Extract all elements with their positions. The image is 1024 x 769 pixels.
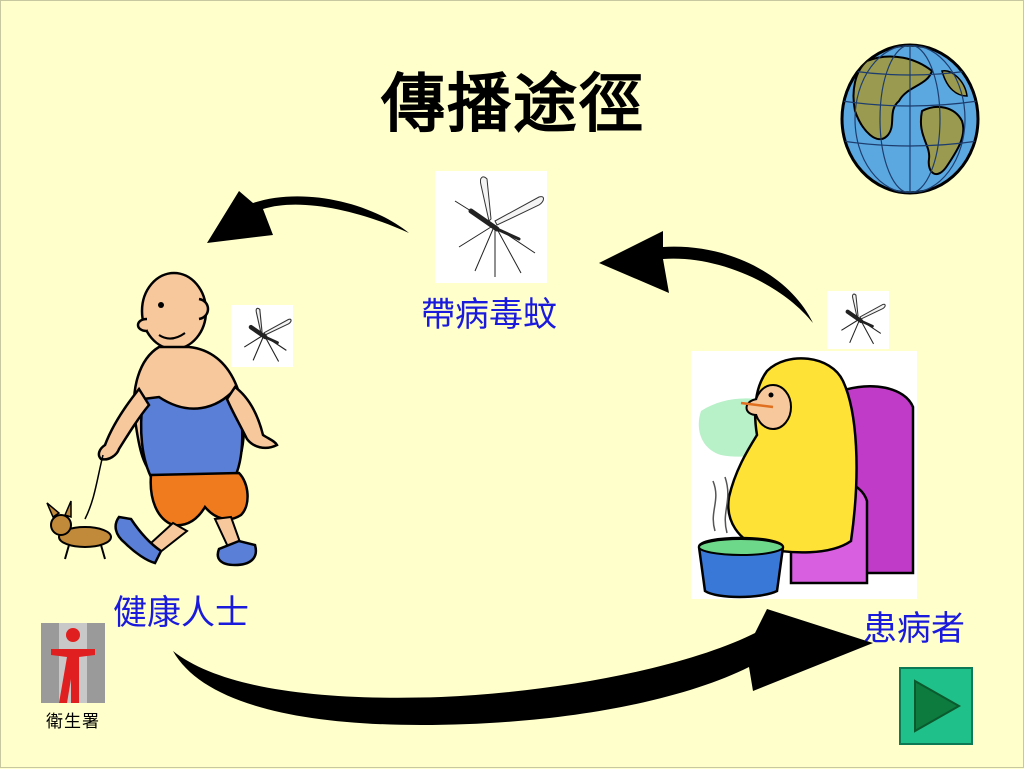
department-of-health-logo [41, 623, 105, 703]
label-infected-mosquito: 帶病毒蚊 [421, 295, 557, 335]
patient-illustration [697, 357, 915, 599]
play-triangle-icon [914, 679, 962, 733]
mosquito-picture [435, 171, 547, 283]
patient-picture [691, 351, 917, 599]
healthy-person-illustration [46, 271, 279, 567]
logo-caption: 衛生署 [46, 712, 100, 732]
arrow-healthy-to-patient [173, 609, 873, 725]
slide-title: 傳播途徑 [381, 68, 645, 142]
mosquito-picture-small-right [827, 291, 889, 349]
mosquito-icon [454, 176, 544, 277]
arrow-mosquito-to-healthy [207, 191, 409, 243]
arrow-patient-to-mosquito [599, 231, 813, 323]
label-healthy-person: 健康人士 [113, 593, 249, 633]
label-patient: 患病者 [863, 609, 965, 649]
mosquito-picture-small-left [231, 305, 293, 367]
globe-icon [840, 43, 980, 195]
next-slide-button[interactable] [899, 667, 973, 745]
mosquito-icon [243, 307, 292, 362]
mosquito-icon [841, 293, 886, 345]
